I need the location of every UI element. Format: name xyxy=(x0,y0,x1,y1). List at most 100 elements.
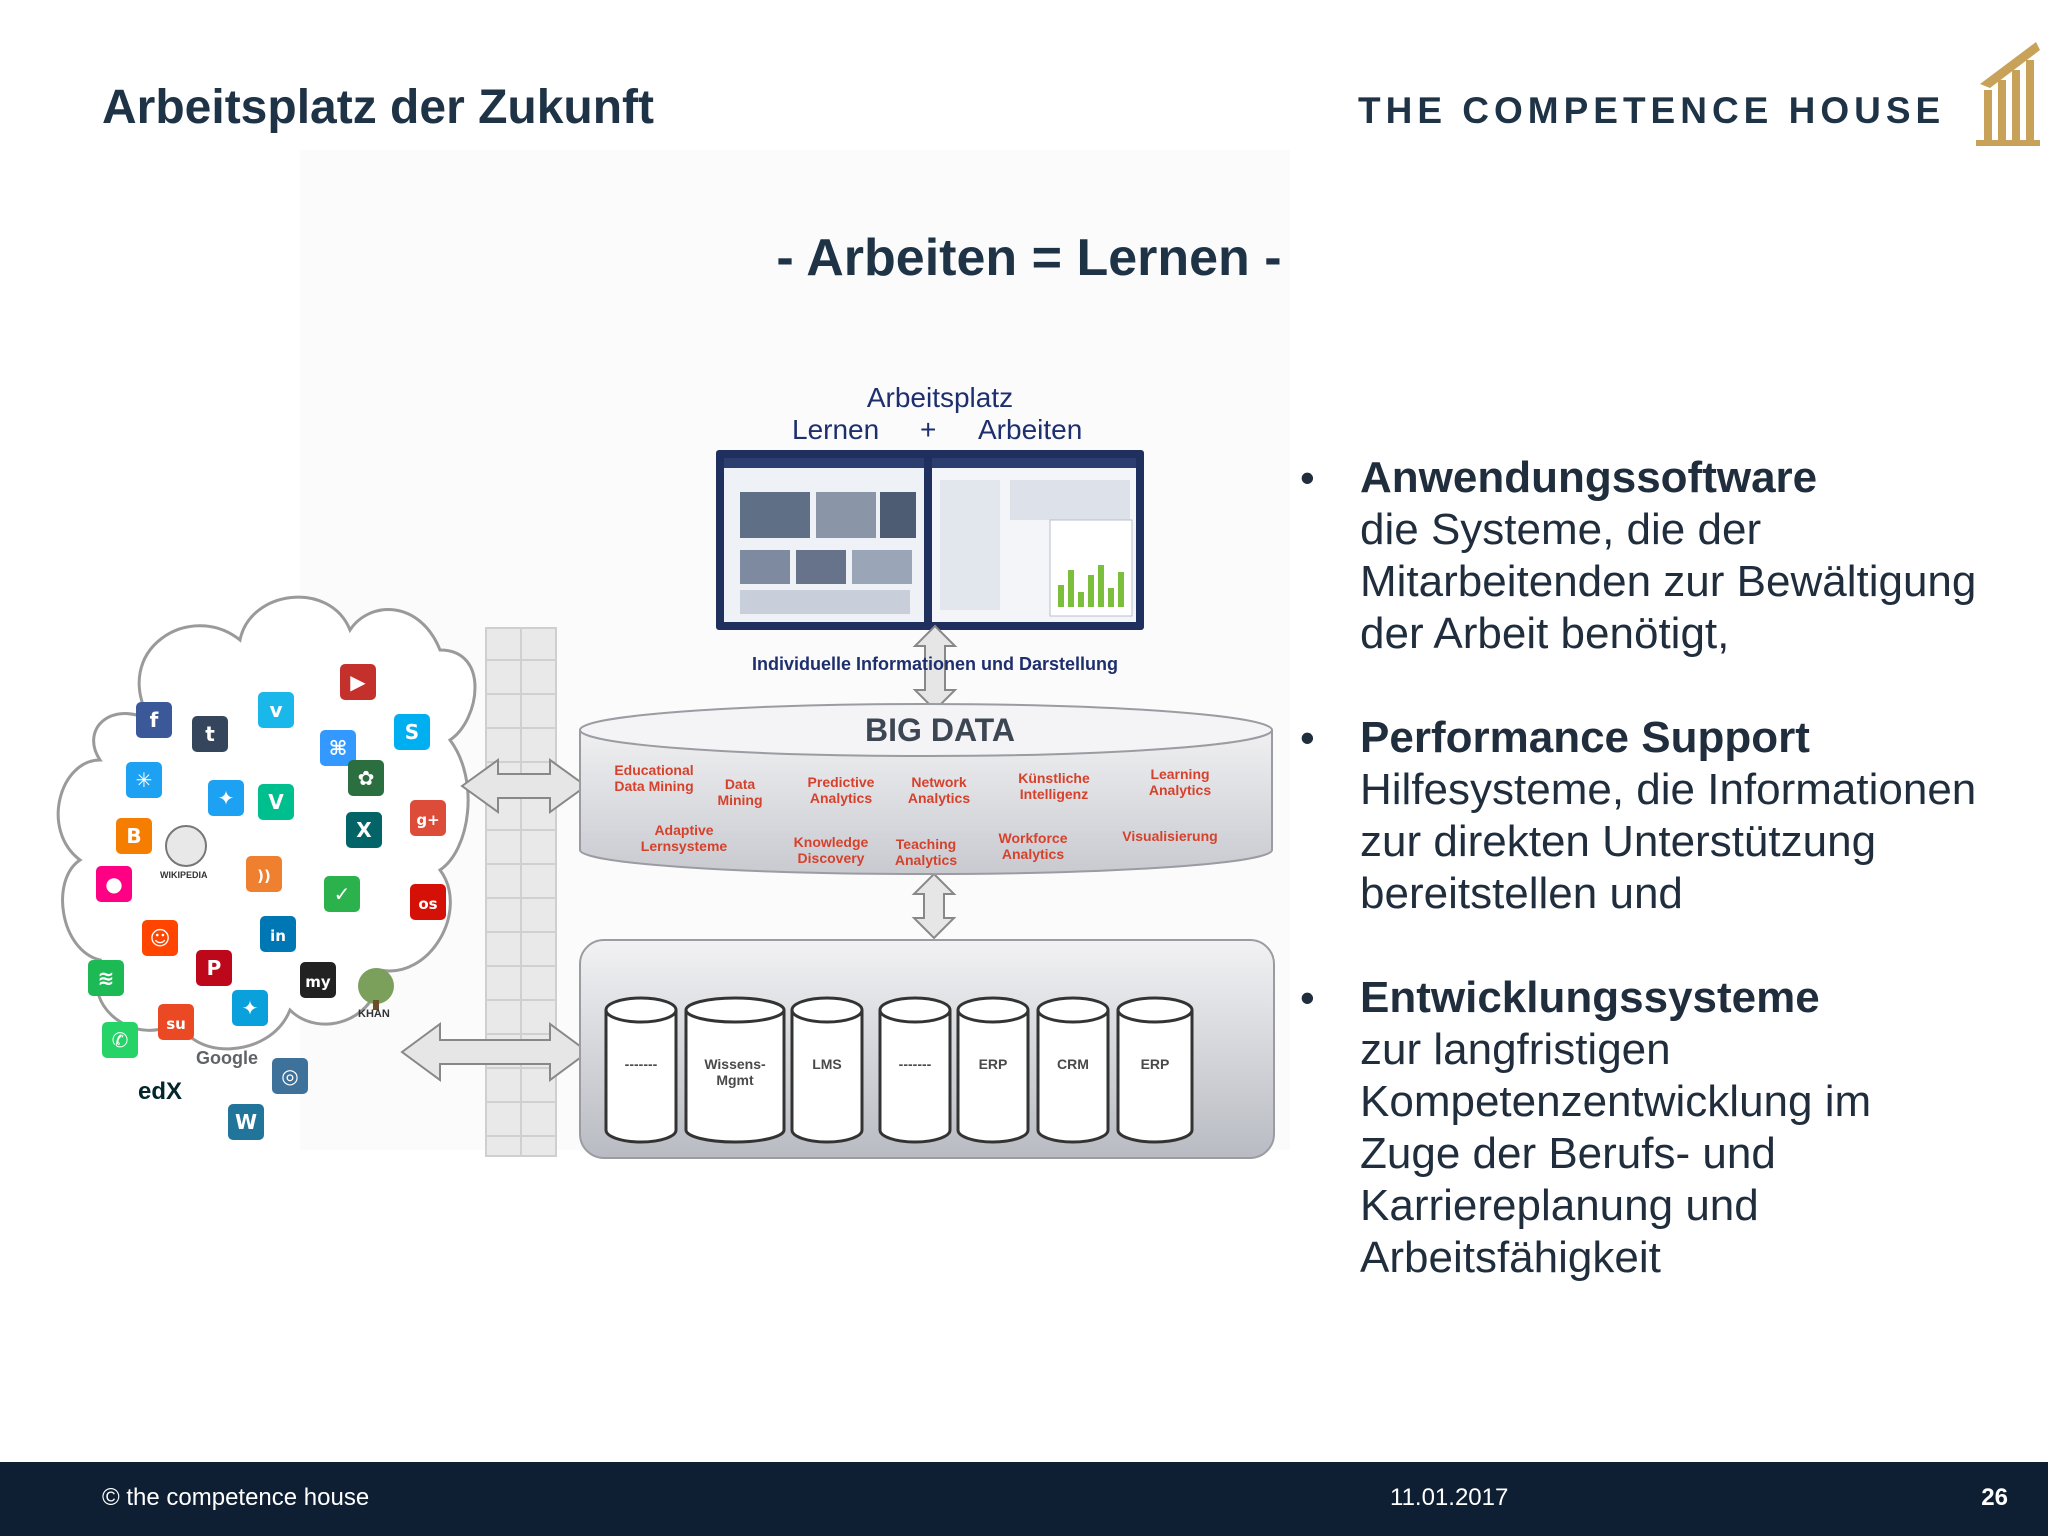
database-cylinder xyxy=(1036,996,1110,1144)
firewall-wall xyxy=(485,627,557,1157)
svg-text:✆: ✆ xyxy=(112,1028,129,1052)
svg-text:v: v xyxy=(269,698,282,722)
svg-text:✿: ✿ xyxy=(358,766,375,790)
logo-text: THE COMPETENCE HOUSE xyxy=(1358,90,1946,131)
twitter-icon: ✳ xyxy=(126,762,162,798)
database-label: LMS xyxy=(812,1056,842,1072)
reddit-icon: ☺ xyxy=(142,920,178,956)
vine-icon: ✦ xyxy=(208,780,244,816)
database-label: ------- xyxy=(624,1056,658,1072)
feedly-icon: ✓ xyxy=(324,876,360,912)
bd-network-analytics: Network Analytics xyxy=(907,774,971,806)
facebook-icon: f xyxy=(136,702,172,738)
workplace-work-label: Arbeiten xyxy=(978,414,1083,445)
svg-text:⌘: ⌘ xyxy=(329,736,348,760)
svg-text:✦: ✦ xyxy=(242,996,259,1020)
delicious-icon: ⌘ xyxy=(320,730,356,766)
database-label: Wissens- Mgmt xyxy=(704,1056,766,1088)
youtube-icon: ▶ xyxy=(340,664,376,700)
svg-text:os: os xyxy=(418,895,437,913)
svg-text:W: W xyxy=(235,1110,257,1134)
company-logo: THE COMPETENCE HOUSE xyxy=(1358,40,2040,150)
svg-text:✳: ✳ xyxy=(136,768,153,792)
big-data-label: BIG DATA xyxy=(865,712,1015,748)
arrow-bigdata-databases xyxy=(911,872,957,940)
footer-copyright: © the competence house xyxy=(102,1484,370,1511)
bd-visualisierung: Visualisierung xyxy=(1122,828,1218,844)
khan-academy-icon xyxy=(358,968,394,1010)
svg-text:S: S xyxy=(405,720,419,744)
bullet-heading: Performance Support xyxy=(1360,713,1810,762)
bullet-text-line: Kompetenzentwicklung im xyxy=(1360,1077,1872,1126)
rss-icon: )) xyxy=(246,856,282,892)
blogger-icon: ✿ xyxy=(348,760,384,796)
database-cylinder xyxy=(684,996,786,1144)
svg-text:t: t xyxy=(205,722,215,746)
workplace-learn-label: Lernen xyxy=(792,414,880,445)
svg-text:V: V xyxy=(268,790,284,814)
bd-workforce-analytics: Workforce Analytics xyxy=(998,830,1068,862)
slide-title: Arbeitsplatz der Zukunft xyxy=(102,81,655,134)
svg-text:☺: ☺ xyxy=(150,926,171,950)
bd-kuenstliche-intelligenz: Künstliche Intelligenz xyxy=(1018,770,1090,802)
vimeo-icon: v xyxy=(258,692,294,728)
stumbleupon-icon: V xyxy=(258,784,294,820)
bullet-text-line: Zuge der Berufs- und xyxy=(1360,1129,1776,1178)
google-icon: ◎ xyxy=(272,1058,308,1094)
wikipedia-icon: B xyxy=(116,818,152,854)
svg-text:◎: ◎ xyxy=(281,1064,298,1088)
tumblr-icon: t xyxy=(192,716,228,752)
big-data-cylinder xyxy=(579,703,1273,875)
svg-text:B: B xyxy=(126,824,141,848)
wikipedia-icon xyxy=(165,825,207,867)
pinterest-icon: P xyxy=(196,950,232,986)
bd-data-mining: Data Mining xyxy=(717,776,763,808)
google-label: Google xyxy=(196,1048,258,1068)
xing-icon: X xyxy=(346,812,382,848)
workplace-title: Arbeitsplatz xyxy=(866,382,1014,413)
svg-text:in: in xyxy=(270,927,286,945)
database-label: CRM xyxy=(1057,1056,1089,1072)
svg-text:my: my xyxy=(305,973,331,991)
footer-date: 11.01.2017 xyxy=(1390,1484,1509,1511)
svg-text:P: P xyxy=(207,956,222,980)
edx-label: edX xyxy=(138,1078,183,1105)
edx-icon: W xyxy=(228,1104,264,1140)
svg-text:f: f xyxy=(150,708,159,732)
individual-info-label: Individuelle Informationen und Darstellu… xyxy=(751,654,1119,674)
google-plus-icon: g+ xyxy=(410,800,446,836)
house-columns-icon xyxy=(1976,42,2040,146)
spotify-icon: ≋ xyxy=(88,960,124,996)
database-cylinder xyxy=(956,996,1030,1144)
bullet-dot: • xyxy=(1300,714,1315,761)
bullet-text-line: Arbeitsfähigkeit xyxy=(1360,1233,1661,1282)
page-number: 26 xyxy=(1981,1484,2008,1511)
database-cylinder xyxy=(878,996,952,1144)
database-label: ------- xyxy=(898,1056,932,1072)
bullet-text-line: zur langfristigen xyxy=(1360,1025,1671,1074)
svg-text:)): )) xyxy=(257,867,271,885)
bullet-dot: • xyxy=(1300,974,1315,1021)
stumble-icon: su xyxy=(158,1004,194,1040)
database-label: ERP xyxy=(978,1056,1008,1072)
database-cylinder xyxy=(604,996,678,1144)
svg-text:≋: ≋ xyxy=(98,966,115,990)
whatsapp-icon: ✆ xyxy=(102,1022,138,1058)
svg-text:✓: ✓ xyxy=(334,882,351,906)
bullet-text-line: Karriereplanung und xyxy=(1360,1181,1759,1230)
svg-text:su: su xyxy=(166,1015,186,1033)
bullet-text-line: Hilfesysteme, die Informationen xyxy=(1360,765,1977,814)
database-label: ERP xyxy=(1140,1056,1170,1072)
svg-text:●: ● xyxy=(105,872,122,896)
bd-knowledge-discovery: Knowledge Discovery xyxy=(793,834,869,866)
bullet-heading: Entwicklungssysteme xyxy=(1360,973,1820,1022)
bullet-dot: • xyxy=(1300,454,1315,501)
bullet-text-line: bereitstellen und xyxy=(1360,869,1683,918)
bullet-text-line: der Arbeit benötigt, xyxy=(1360,609,1730,658)
bd-predictive-analytics: Predictive Analytics xyxy=(807,774,875,806)
